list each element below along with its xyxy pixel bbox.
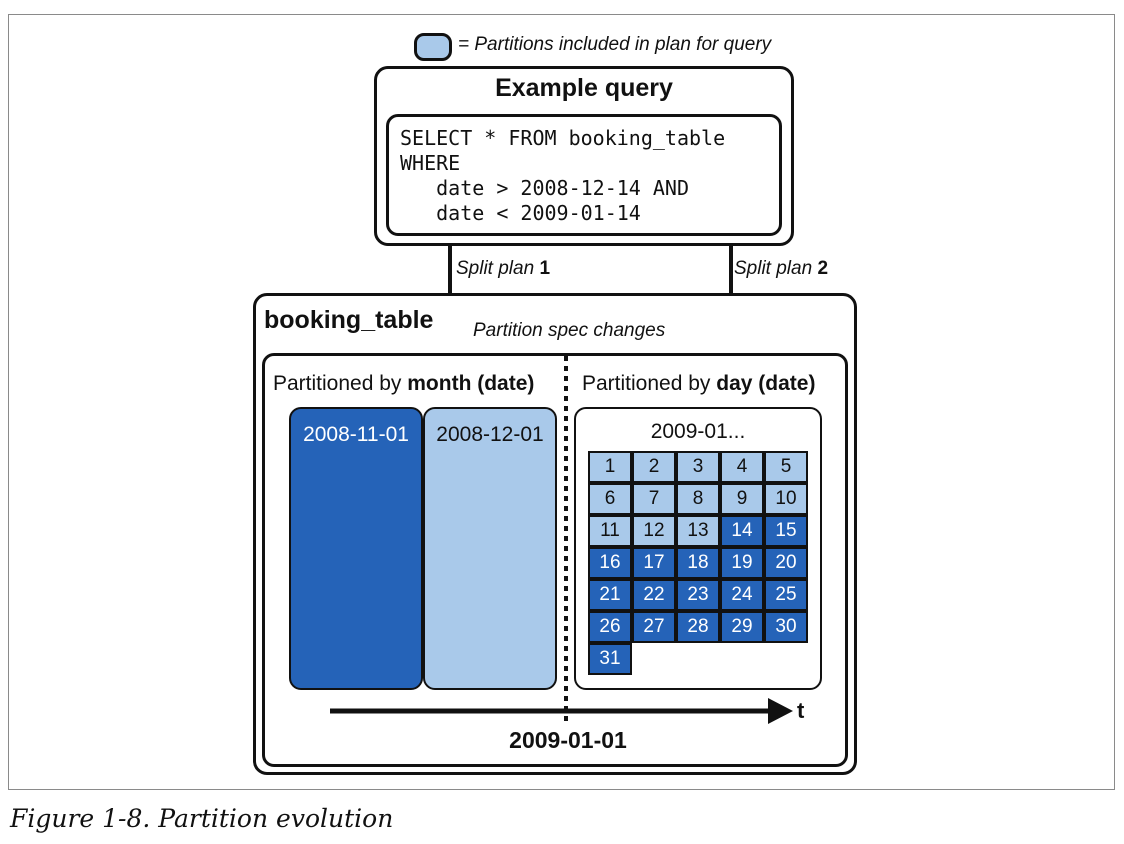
day-cell: 3: [676, 451, 720, 483]
day-cell: 27: [632, 611, 676, 643]
partition-spec-change-label: Partition spec changes: [473, 320, 666, 341]
day-cell: 6: [588, 483, 632, 515]
day-cell: 17: [632, 547, 676, 579]
day-cell: 26: [588, 611, 632, 643]
day-cell: 5: [764, 451, 808, 483]
day-cell: 14: [720, 515, 764, 547]
day-cell: 23: [676, 579, 720, 611]
day-cell: 10: [764, 483, 808, 515]
time-axis-label: t: [797, 698, 805, 723]
day-cell: 20: [764, 547, 808, 579]
query-code-box: [386, 114, 782, 236]
day-cell: 21: [588, 579, 632, 611]
day-partition-title: Partitioned by day (date): [582, 372, 816, 395]
day-cell: 22: [632, 579, 676, 611]
query-code: SELECT * FROM booking_table WHERE date >…: [400, 126, 726, 225]
boundary-date-label: 2009-01-01: [509, 727, 627, 753]
day-cell: 12: [632, 515, 676, 547]
day-partition-month-label: 2009-01...: [650, 420, 746, 443]
day-cell: 9: [720, 483, 764, 515]
day-cell: 8: [676, 483, 720, 515]
day-cell: 7: [632, 483, 676, 515]
time-axis-arrowhead: [768, 698, 793, 724]
day-cell: 28: [676, 611, 720, 643]
split-plan-1-label: Split plan 1: [456, 258, 551, 279]
day-cell: 29: [720, 611, 764, 643]
day-cell: 1: [588, 451, 632, 483]
day-cell: 18: [676, 547, 720, 579]
day-cell: 31: [588, 643, 632, 675]
day-cell: 15: [764, 515, 808, 547]
day-cell: 13: [676, 515, 720, 547]
figure-frame: [8, 14, 1115, 790]
day-cell: 19: [720, 547, 764, 579]
day-cell: 16: [588, 547, 632, 579]
month-partition-2008-11: 2008-11-01: [289, 407, 423, 690]
day-cell: 24: [720, 579, 764, 611]
day-cell: 2: [632, 451, 676, 483]
day-cell: 30: [764, 611, 808, 643]
legend-text: = Partitions included in plan for query: [458, 34, 772, 55]
split-plan-2-label: Split plan 2: [734, 258, 829, 279]
booking-table-name: booking_table: [264, 306, 434, 334]
day-cell: 11: [588, 515, 632, 547]
day-cell: 25: [764, 579, 808, 611]
figure-caption: Figure 1-8. Partition evolution: [10, 804, 394, 833]
month-partition-label: 2008-12-01: [436, 423, 544, 446]
day-cell: 4: [720, 451, 764, 483]
query-title: Example query: [495, 74, 673, 102]
legend-swatch: [414, 33, 452, 61]
month-partition-title: Partitioned by month (date): [273, 372, 535, 395]
month-partition-label: 2008-11-01: [303, 423, 409, 446]
month-partition-2008-12: 2008-12-01: [423, 407, 557, 690]
